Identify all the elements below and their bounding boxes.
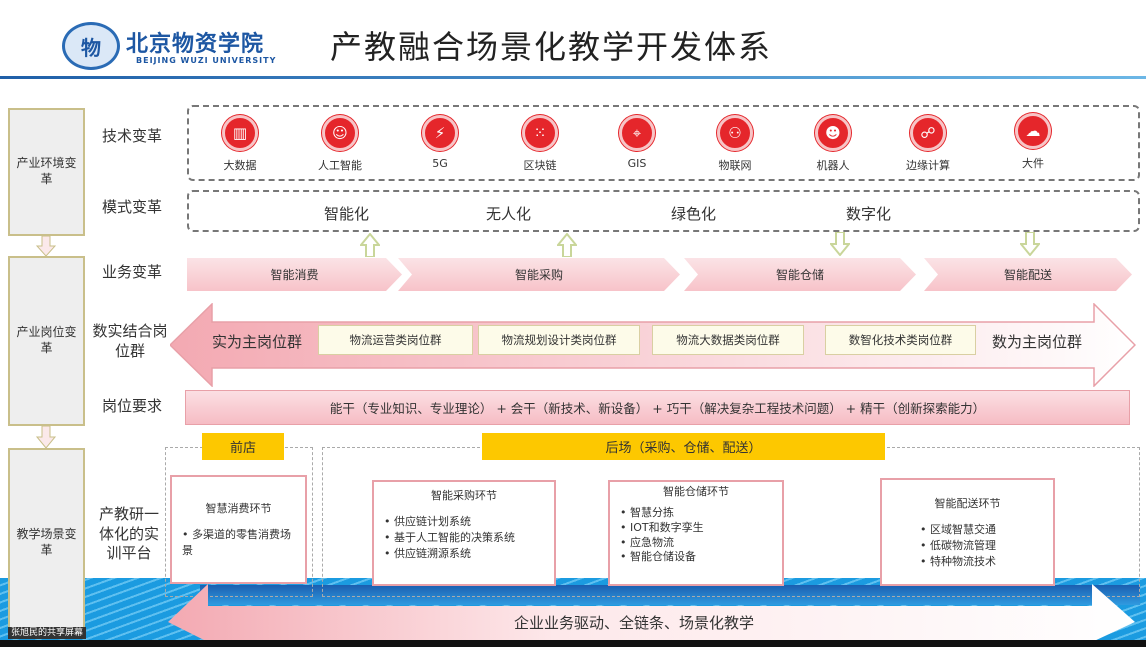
tech-item: ☻ 机器人 bbox=[793, 115, 873, 173]
page-title: 产教融合场景化教学开发体系 bbox=[330, 28, 773, 66]
map-icon: ⌖ bbox=[619, 115, 655, 151]
card-item: 智能仓储设备 bbox=[620, 550, 772, 565]
5g-icon: ⚡ bbox=[422, 115, 458, 151]
header-divider bbox=[0, 76, 1146, 79]
bar-chart-icon: ▥ bbox=[222, 115, 258, 151]
tech-item: ☺ 人工智能 bbox=[300, 115, 380, 173]
card-item: 多渠道的零售消费场景 bbox=[182, 527, 295, 559]
blockchain-icon: ⁙ bbox=[522, 115, 558, 151]
scene-card-consumption: 智慧消费环节 多渠道的零售消费场景 bbox=[170, 475, 307, 584]
position-group: 物流大数据类岗位群 bbox=[652, 325, 804, 355]
tech-item: ⌖ GIS bbox=[597, 115, 677, 170]
tech-label: 大数据 bbox=[223, 159, 257, 172]
digital-positions-label: 数为主岗位群 bbox=[992, 333, 1083, 351]
tech-label: 机器人 bbox=[816, 159, 850, 172]
tech-item: ⁙ 区块链 bbox=[500, 115, 580, 173]
cloud-icon: ☁ bbox=[1015, 113, 1051, 149]
tech-label: GIS bbox=[627, 157, 647, 170]
card-title: 智能配送环节 bbox=[934, 497, 1001, 510]
row-label-requirements: 岗位要求 bbox=[101, 397, 162, 415]
tech-label: 物联网 bbox=[718, 159, 752, 172]
row-label-positions: 数实结合岗位群 bbox=[92, 322, 168, 360]
card-item: 低碳物流管理 bbox=[920, 538, 1043, 554]
card-item: 基于人工智能的决策系统 bbox=[384, 530, 544, 546]
row-label-platform: 产教研一体化的实训平台 bbox=[98, 505, 159, 562]
business-stage: 智能配送 bbox=[924, 258, 1132, 291]
tech-item: ▥ 大数据 bbox=[200, 115, 280, 173]
bottom-banner-text: 企业业务驱动、全链条、场景化教学 bbox=[514, 614, 755, 632]
tech-label: 区块链 bbox=[523, 159, 557, 172]
position-group: 物流运营类岗位群 bbox=[318, 325, 473, 355]
scene-card-warehousing: 智能仓储环节 智慧分拣IOT和数字孪生应急物流智能仓储设备 bbox=[608, 480, 784, 586]
business-stage: 智能仓储 bbox=[684, 258, 916, 291]
physical-positions-label: 实为主岗位群 bbox=[212, 333, 303, 351]
logo-chinese: 北京物资学院 bbox=[126, 31, 265, 57]
card-title: 智能仓储环节 bbox=[663, 485, 729, 498]
row-label-tech: 技术变革 bbox=[101, 127, 162, 145]
tech-label: 边缘计算 bbox=[906, 159, 950, 172]
tech-label: 大件 bbox=[1022, 157, 1044, 170]
business-stage: 智能采购 bbox=[398, 258, 680, 291]
front-store-label: 前店 bbox=[202, 433, 284, 460]
network-icon: ☍ bbox=[910, 115, 946, 151]
tech-label: 5G bbox=[432, 157, 448, 170]
card-title: 智慧消费环节 bbox=[205, 502, 272, 515]
business-stage: 智能消费 bbox=[187, 258, 402, 291]
row-label-mode: 模式变革 bbox=[101, 198, 162, 216]
blue-band bbox=[200, 585, 1140, 605]
down-arrow-icon bbox=[36, 426, 56, 448]
up-arrow-icon bbox=[360, 233, 380, 257]
card-title: 智能采购环节 bbox=[431, 489, 497, 502]
scene-card-procurement: 智能采购环节 供应链计划系统基于人工智能的决策系统供应链溯源系统 bbox=[372, 480, 556, 586]
tech-item: ☁ 大件 bbox=[993, 113, 1073, 171]
scene-card-delivery: 智能配送环节 区域智慧交通低碳物流管理特种物流技术 bbox=[880, 478, 1055, 586]
down-arrow-icon bbox=[1020, 232, 1040, 256]
tech-label: 人工智能 bbox=[318, 159, 362, 172]
card-item: 应急物流 bbox=[620, 536, 772, 551]
bottom-double-arrow bbox=[168, 584, 1135, 642]
tech-panel bbox=[187, 105, 1140, 181]
card-item: IOT和数字孪生 bbox=[620, 521, 772, 536]
mode-item: 绿色化 bbox=[671, 205, 717, 223]
stage-industry-positions: 产业岗位变革 bbox=[8, 256, 85, 426]
card-item: 区域智慧交通 bbox=[920, 522, 1043, 538]
bottom-bar bbox=[0, 640, 1146, 647]
back-office-label: 后场（采购、仓储、配送） bbox=[482, 433, 885, 460]
card-item: 供应链计划系统 bbox=[384, 514, 544, 530]
up-arrow-icon bbox=[557, 233, 577, 257]
robot-icon: ☻ bbox=[815, 115, 851, 151]
mode-item: 智能化 bbox=[324, 205, 370, 223]
position-group: 物流规划设计类岗位群 bbox=[478, 325, 640, 355]
screen-share-label: 张旭民的共享屏幕 bbox=[8, 627, 87, 639]
down-arrow-icon bbox=[36, 236, 56, 256]
iot-icon: ⚇ bbox=[717, 115, 753, 151]
university-seal-logo: 物 bbox=[62, 22, 120, 70]
logo-english: BEIJING WUZI UNIVERSITY bbox=[136, 56, 277, 65]
row-label-business: 业务变革 bbox=[101, 263, 162, 281]
mode-panel bbox=[187, 190, 1140, 232]
card-item: 智慧分拣 bbox=[620, 506, 772, 521]
card-item: 供应链溯源系统 bbox=[384, 546, 544, 562]
position-group: 数智化技术类岗位群 bbox=[825, 325, 976, 355]
requirements-bar: 能干（专业知识、专业理论） + 会干（新技术、新设备） + 巧干（解决复杂工程技… bbox=[185, 390, 1130, 425]
tech-item: ⚇ 物联网 bbox=[695, 115, 775, 173]
tech-item: ☍ 边缘计算 bbox=[888, 115, 968, 173]
mode-item: 数字化 bbox=[846, 205, 892, 223]
ai-head-icon: ☺ bbox=[322, 115, 358, 151]
card-item: 特种物流技术 bbox=[920, 554, 1043, 570]
stage-teaching-scene: 教学场景变革 bbox=[8, 448, 85, 638]
stage-industry-environment: 产业环境变革 bbox=[8, 108, 85, 236]
tech-item: ⚡ 5G bbox=[400, 115, 480, 170]
down-arrow-icon bbox=[830, 232, 850, 256]
mode-item: 无人化 bbox=[486, 205, 532, 223]
